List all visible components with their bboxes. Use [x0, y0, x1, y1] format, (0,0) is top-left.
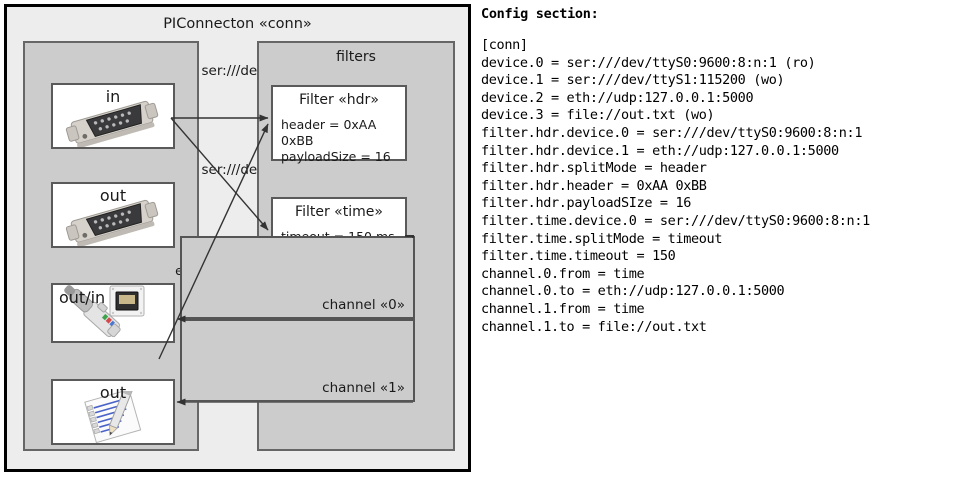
- config-heading: Config section:: [481, 6, 599, 22]
- device-direction-ttys1: out: [99, 186, 127, 205]
- config-line: device.0 = ser:///dev/ttyS0:9600:8:n:1 (…: [481, 54, 816, 71]
- device-card-ttys0[interactable]: in: [51, 83, 175, 149]
- config-line: filter.time.device.0 = ser:///dev/ttyS0:…: [481, 212, 870, 229]
- channel-0-label: channel «0»: [322, 297, 405, 313]
- config-line: filter.hdr.device.0 = ser:///dev/ttyS0:9…: [481, 124, 863, 141]
- filter-card-hdr[interactable]: Filter «hdr» header = 0xAA 0xBB payloadS…: [271, 85, 407, 164]
- config-line: filter.time.timeout = 150: [481, 248, 676, 265]
- config-line: device.3 = file://out.txt (wo): [481, 107, 715, 124]
- page-title: PIConnecton «conn»: [163, 16, 312, 32]
- config-section: Config section: [conn]device.0 = ser:///…: [481, 6, 959, 336]
- config-line: channel.0.from = time: [481, 265, 645, 282]
- config-line: filter.time.splitMode = timeout: [481, 230, 723, 247]
- config-line: device.2 = eth://udp:127.0.0.1:5000: [481, 89, 754, 106]
- config-line: filter.hdr.splitMode = header: [481, 160, 707, 177]
- device-direction-eth: out/in: [59, 288, 106, 307]
- config-body: [conn]device.0 = ser:///dev/ttyS0:9600:8…: [481, 37, 959, 336]
- config-line: channel.1.to = file://out.txt: [481, 318, 707, 335]
- filter-hdr-name: Filter «hdr»: [299, 92, 379, 108]
- channel-box-1[interactable]: channel «1»: [180, 319, 415, 402]
- config-line: channel.1.from = time: [481, 300, 645, 317]
- device-card-file[interactable]: out: [51, 379, 175, 445]
- device-direction-file: out: [99, 383, 127, 402]
- config-line: filter.hdr.header = 0xAA 0xBB: [481, 177, 707, 194]
- config-line: filter.hdr.device.1 = eth://udp:127.0.0.…: [481, 142, 839, 159]
- device-card-ttys1[interactable]: out: [51, 182, 175, 248]
- filters-panel-title: filters: [336, 49, 376, 65]
- channel-box-0[interactable]: channel «0»: [180, 236, 415, 319]
- config-line: device.1 = ser:///dev/ttyS1:115200 (wo): [481, 72, 785, 89]
- config-line: channel.0.to = eth://udp:127.0.0.1:5000: [481, 283, 785, 300]
- config-line: filter.hdr.payloadSIze = 16: [481, 195, 691, 212]
- filter-hdr-prop-header: header = 0xAA 0xBB: [281, 117, 377, 148]
- config-line: [conn]: [481, 37, 528, 53]
- filter-hdr-props: header = 0xAA 0xBB payloadSize = 16: [281, 117, 405, 165]
- connection-diagram: PIConnecton «conn» ser:///dev/ttyS0 in: [4, 4, 471, 472]
- device-card-eth[interactable]: out/in: [51, 283, 175, 343]
- filter-hdr-prop-payloadsize: payloadSize = 16: [281, 149, 391, 164]
- channel-1-label: channel «1»: [322, 380, 405, 396]
- device-direction-ttys0: in: [105, 87, 121, 106]
- filter-time-name: Filter «time»: [295, 204, 383, 220]
